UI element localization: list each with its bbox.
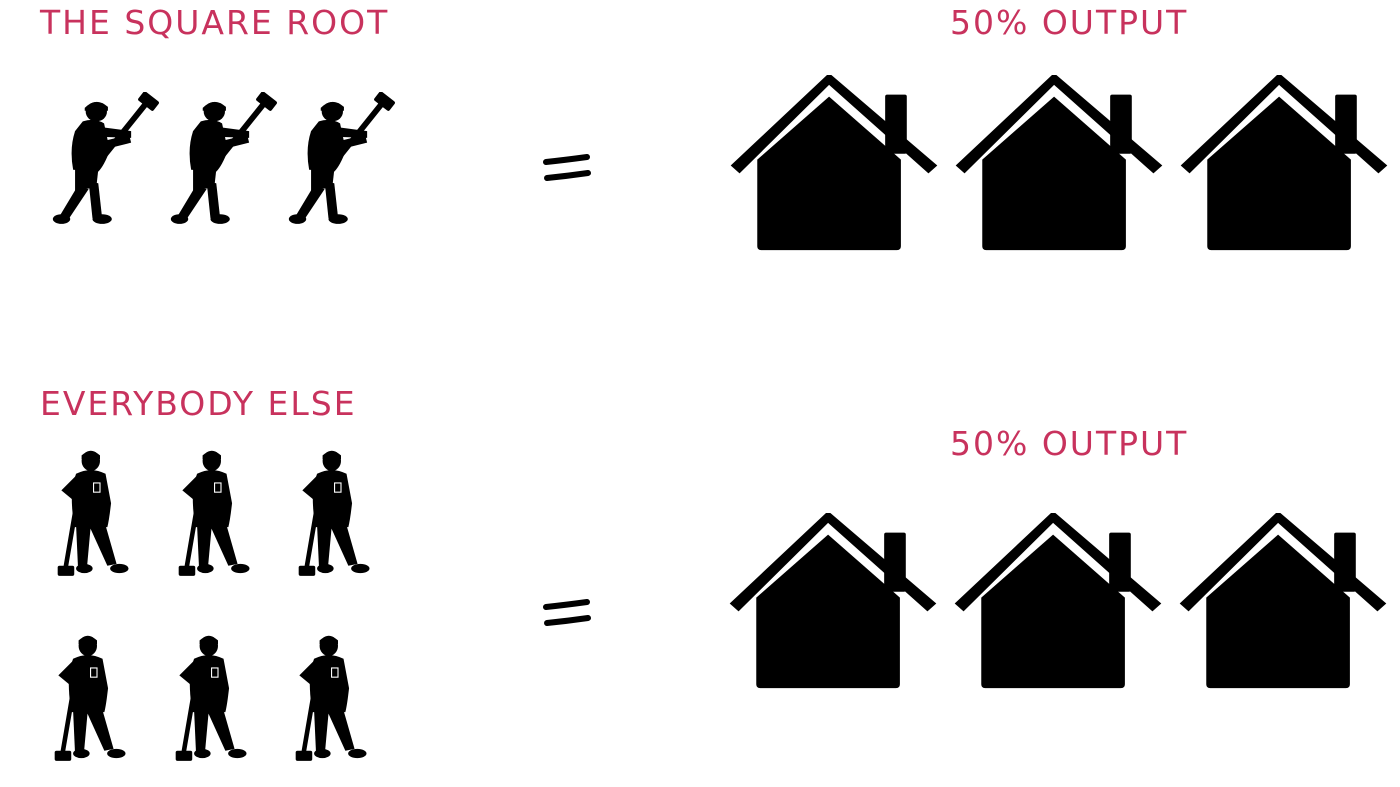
working-hammer-person-icon [284, 92, 400, 232]
equals-sign-icon [543, 152, 593, 184]
idle-worker-icon [292, 631, 384, 773]
house-icon [730, 75, 938, 257]
house-icon [1179, 513, 1387, 695]
output-label-bottom: 50% OUTPUT [950, 424, 1189, 463]
idle-worker-icon [295, 446, 387, 588]
house-icon [954, 513, 1162, 695]
idle-worker-icon [175, 446, 267, 588]
idle-worker-icon [54, 446, 146, 588]
working-hammer-person-icon [48, 92, 164, 232]
section-title-top: THE SQUARE ROOT [40, 3, 390, 42]
house-icon [1180, 75, 1388, 257]
house-icon [955, 75, 1163, 257]
working-hammer-person-icon [166, 92, 282, 232]
idle-worker-icon [172, 631, 264, 773]
idle-worker-icon [51, 631, 143, 773]
output-label-top: 50% OUTPUT [950, 3, 1189, 42]
house-icon [729, 513, 937, 695]
equals-sign-icon [543, 597, 593, 629]
section-title-bottom: EVERYBODY ELSE [40, 384, 357, 423]
